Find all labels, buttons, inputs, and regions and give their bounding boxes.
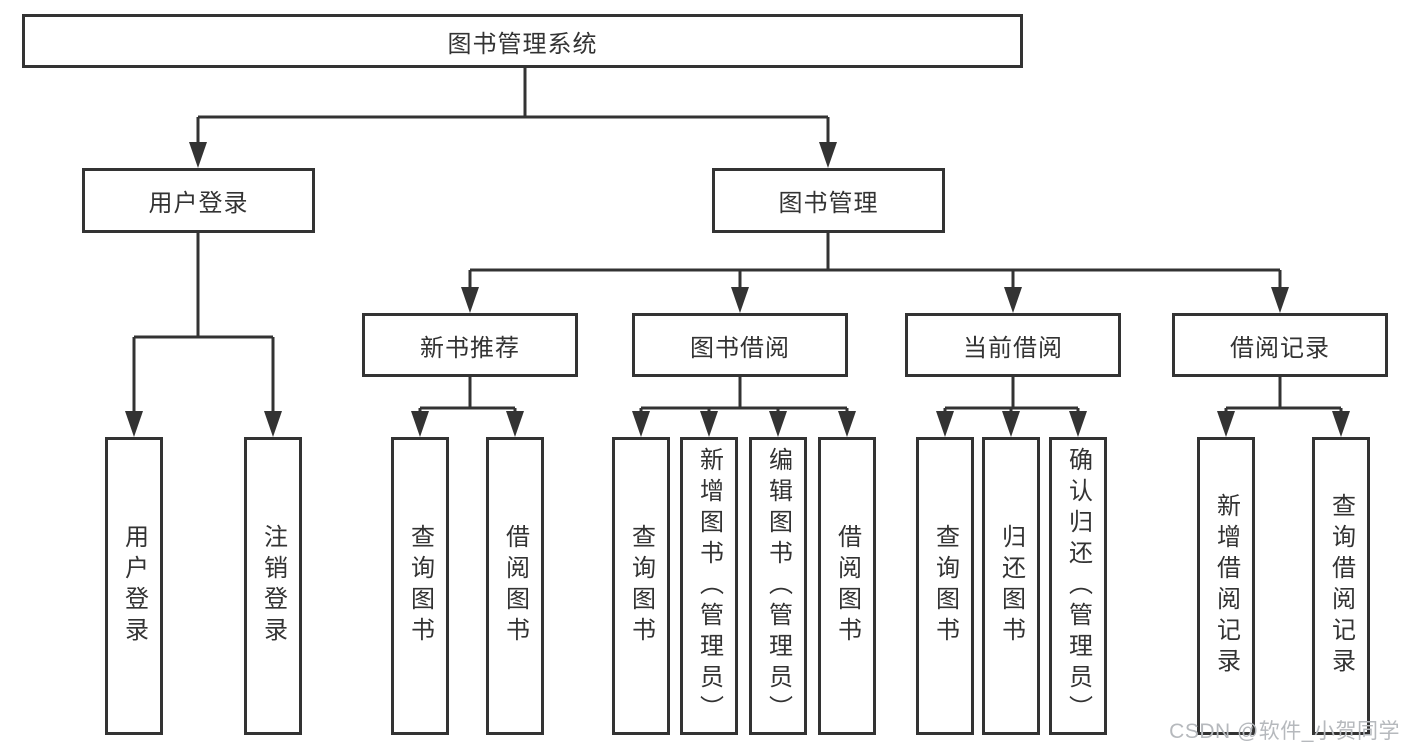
leaf-query-books-recommend: 查询图书 <box>391 437 449 735</box>
leaf-query-borrow-record: 查询借阅记录 <box>1312 437 1370 735</box>
leaf-add-borrow-record: 新增借阅记录 <box>1197 437 1255 735</box>
leaf-edit-book-admin: 编辑图书（管理员） <box>749 437 807 735</box>
leaf-return-books: 归还图书 <box>982 437 1040 735</box>
node-book-borrow: 图书借阅 <box>632 313 848 377</box>
leaf-user-login: 用户登录 <box>105 437 163 735</box>
leaf-logout: 注销登录 <box>244 437 302 735</box>
leaf-query-books-current: 查询图书 <box>916 437 974 735</box>
node-root: 图书管理系统 <box>22 14 1023 68</box>
leaf-borrow-books-recommend: 借阅图书 <box>486 437 544 735</box>
leaf-add-book-admin: 新增图书（管理员） <box>680 437 738 735</box>
node-borrow-records: 借阅记录 <box>1172 313 1388 377</box>
node-book-management: 图书管理 <box>712 168 945 233</box>
node-new-book-recommend: 新书推荐 <box>362 313 578 377</box>
leaf-confirm-return-admin: 确认归还（管理员） <box>1049 437 1107 735</box>
leaf-query-books-borrow: 查询图书 <box>612 437 670 735</box>
leaf-borrow-books-borrow: 借阅图书 <box>818 437 876 735</box>
node-user-login: 用户登录 <box>82 168 315 233</box>
node-current-borrow: 当前借阅 <box>905 313 1121 377</box>
